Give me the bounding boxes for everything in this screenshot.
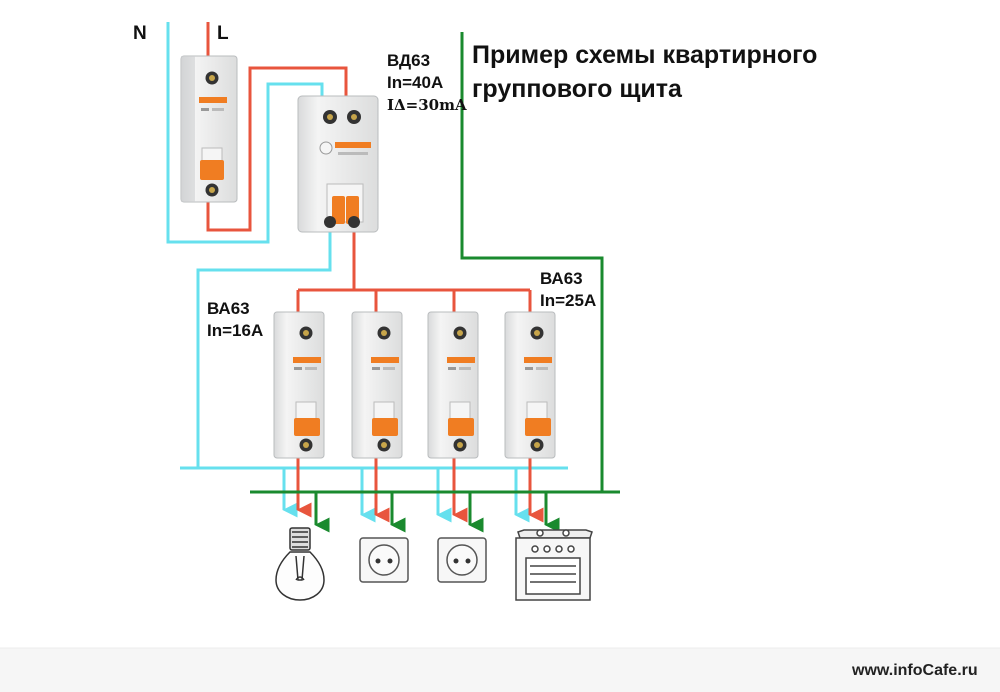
rcd-leakage-current: IΔ=30mA bbox=[387, 96, 467, 114]
breakers-right-label: ВА63 In=25A bbox=[540, 268, 596, 312]
input-breaker bbox=[180, 55, 238, 203]
socket-icon bbox=[359, 537, 409, 583]
rcd-label: ВД63 In=40A IΔ=30mA bbox=[387, 50, 467, 116]
rcd-device bbox=[297, 95, 379, 233]
rcd-model: ВД63 bbox=[387, 51, 431, 70]
phase-wires bbox=[206, 22, 544, 523]
group-breaker-2 bbox=[351, 311, 403, 459]
diagram-title: Пример схемы квартирного группового щита bbox=[472, 38, 817, 106]
socket-icon bbox=[437, 537, 487, 583]
footer-strip bbox=[0, 648, 1000, 692]
group-breaker-1 bbox=[273, 311, 325, 459]
breakers-right-rated-current: In=25A bbox=[540, 291, 597, 310]
neutral-wire-label: N bbox=[133, 23, 147, 44]
stove-icon bbox=[515, 529, 593, 601]
breakers-left-model: ВА63 bbox=[207, 299, 250, 318]
rcd-rated-current: In=40A bbox=[387, 73, 444, 92]
group-breaker-4 bbox=[504, 311, 556, 459]
group-breaker-3 bbox=[427, 311, 479, 459]
lamp-icon bbox=[275, 527, 325, 601]
breakers-left-label: ВА63 In=16A bbox=[207, 298, 263, 342]
breakers-left-rated-current: In=16A bbox=[207, 321, 264, 340]
title-line-1: Пример схемы квартирного bbox=[472, 41, 818, 69]
title-line-2: группового щита bbox=[472, 75, 682, 103]
breakers-right-model: ВА63 bbox=[540, 269, 583, 288]
ground-wires bbox=[250, 32, 620, 533]
line-wire-label: L bbox=[217, 23, 229, 44]
website-link[interactable]: www.infoCafe.ru bbox=[852, 662, 978, 679]
